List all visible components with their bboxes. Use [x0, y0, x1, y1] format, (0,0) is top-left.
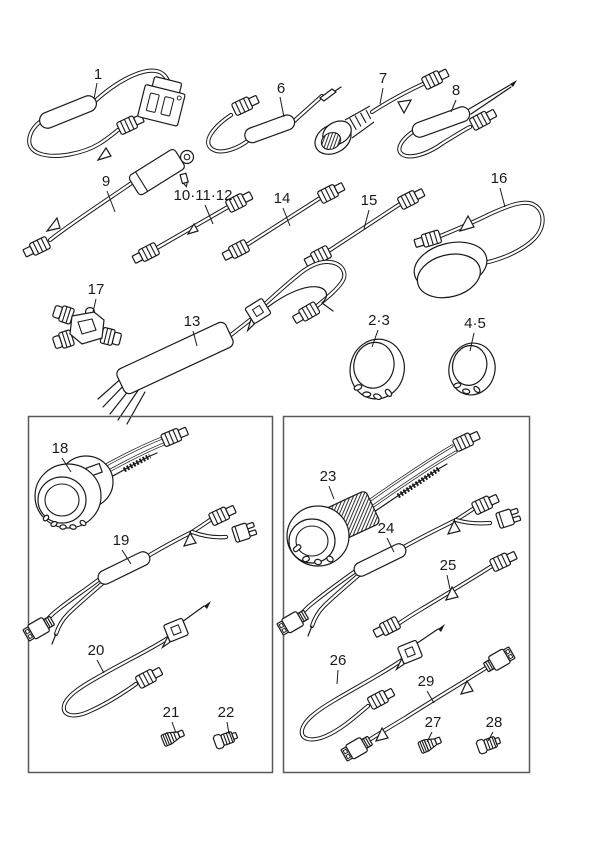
- part-26-extension-cable: [299, 624, 445, 742]
- svg-text:22: 22: [218, 704, 235, 721]
- svg-text:26: 26: [330, 652, 347, 669]
- svg-text:15: 15: [361, 192, 378, 209]
- part-23-gauge: [286, 428, 482, 567]
- part-label-7: 7: [379, 70, 387, 105]
- svg-text:9: 9: [102, 173, 110, 190]
- part-29-harness-cable: [339, 644, 517, 764]
- svg-text:14: 14: [274, 190, 291, 207]
- part-25-extension-cable: [371, 548, 519, 641]
- svg-text:13: 13: [184, 313, 201, 330]
- svg-text:18: 18: [52, 440, 69, 457]
- part-label-14: 14: [274, 190, 291, 227]
- svg-text:1: 1: [94, 66, 102, 83]
- svg-text:2·3: 2·3: [368, 312, 390, 329]
- part-label-17: 17: [88, 281, 105, 313]
- part-6-cable-assembly: [206, 86, 342, 154]
- part-18-gauge: [34, 424, 191, 530]
- part-label-13: 13: [184, 313, 201, 347]
- svg-text:20: 20: [88, 642, 105, 659]
- svg-text:4·5: 4·5: [464, 315, 486, 332]
- svg-text:16: 16: [491, 170, 508, 187]
- kit-box-right: [282, 415, 531, 774]
- part-10-11-12-cable: [130, 188, 255, 267]
- svg-text:7: 7: [379, 70, 387, 87]
- part-14-cable: [220, 179, 347, 264]
- part-2-3-bezel-ring: [349, 338, 405, 401]
- svg-text:27: 27: [425, 714, 442, 731]
- svg-text:10·11·12: 10·11·12: [174, 187, 233, 204]
- part-label-19: 19: [113, 532, 132, 565]
- part-label-15: 15: [361, 192, 378, 230]
- part-label-8: 8: [450, 82, 460, 113]
- svg-text:19: 19: [113, 532, 130, 549]
- part-label-6: 6: [277, 80, 285, 118]
- svg-text:25: 25: [440, 557, 457, 574]
- part-label-2-3: 2·3: [368, 312, 390, 348]
- part-label-4-5: 4·5: [464, 315, 486, 352]
- svg-text:21: 21: [163, 704, 180, 721]
- part-4-5-bezel-ring: [448, 342, 496, 396]
- part-label-9: 9: [102, 173, 116, 213]
- part-24-sub-harness: [275, 491, 522, 638]
- svg-text:24: 24: [378, 520, 395, 537]
- part-16-speed-sensor: [412, 200, 545, 299]
- part-13-wiring-harness: [97, 259, 347, 425]
- part-8-cable-assembly: [397, 80, 517, 159]
- part-label-16: 16: [491, 170, 508, 208]
- part-15-cable: [302, 185, 427, 270]
- part-20-extension-cable: [61, 601, 211, 718]
- svg-text:6: 6: [277, 80, 285, 97]
- part-label-18: 18: [52, 440, 72, 473]
- part-label-27: 27: [425, 714, 442, 743]
- part-label-29: 29: [418, 673, 435, 704]
- part-label-24: 24: [378, 520, 395, 553]
- part-label-23: 23: [320, 468, 337, 500]
- part-label-1: 1: [93, 66, 102, 100]
- svg-text:29: 29: [418, 673, 435, 690]
- part-label-20: 20: [88, 642, 105, 674]
- svg-text:23: 23: [320, 468, 337, 485]
- part-1-cable-assembly: [27, 68, 186, 162]
- svg-text:17: 17: [88, 281, 105, 298]
- part-label-25: 25: [440, 557, 457, 590]
- part-19-sub-harness: [21, 502, 258, 645]
- part-9-sensor-cable: [21, 148, 195, 260]
- part-label-28: 28: [486, 714, 503, 742]
- svg-text:8: 8: [452, 82, 460, 99]
- part-label-26: 26: [330, 652, 347, 685]
- part-17-tee-connector: [51, 302, 123, 352]
- part-7-trim-sender: [314, 66, 451, 155]
- part-label-22: 22: [218, 704, 235, 735]
- part-label-21: 21: [163, 704, 180, 734]
- part-label-10-11-12: 10·11·12: [174, 187, 233, 225]
- part-1-bracket: [137, 76, 186, 127]
- svg-text:28: 28: [486, 714, 503, 731]
- kit-box-left: [27, 415, 274, 774]
